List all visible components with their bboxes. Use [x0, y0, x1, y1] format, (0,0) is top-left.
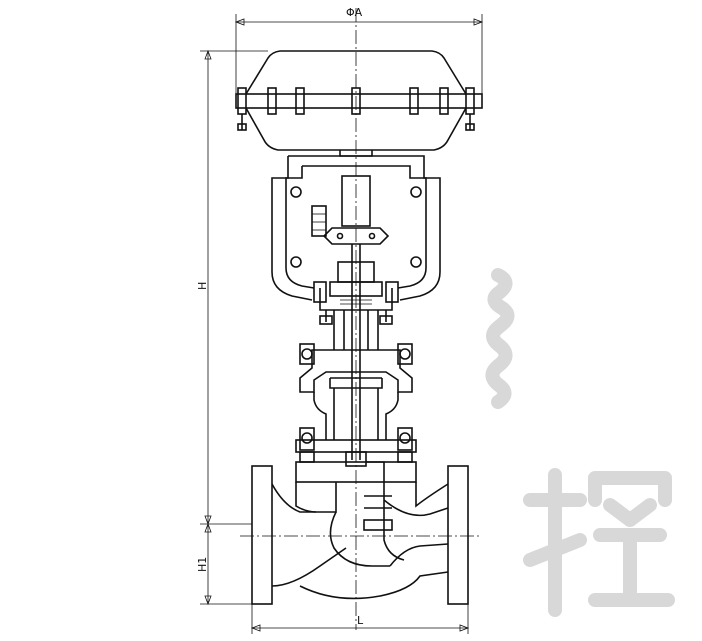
dimension-h1-label: H1: [196, 557, 209, 572]
dimension-h-label: H: [196, 282, 209, 290]
flange-bolts: [237, 87, 475, 131]
dimension-l-label: L: [357, 614, 364, 627]
watermark: 控: [485, 268, 675, 617]
center-lines: [240, 8, 480, 630]
valve-body: [251, 461, 469, 605]
diaphragm-actuator: [235, 50, 483, 157]
dimension-phi-a-label: ΦA: [346, 6, 363, 19]
dimensions: ΦA H H1 L: [196, 6, 484, 634]
